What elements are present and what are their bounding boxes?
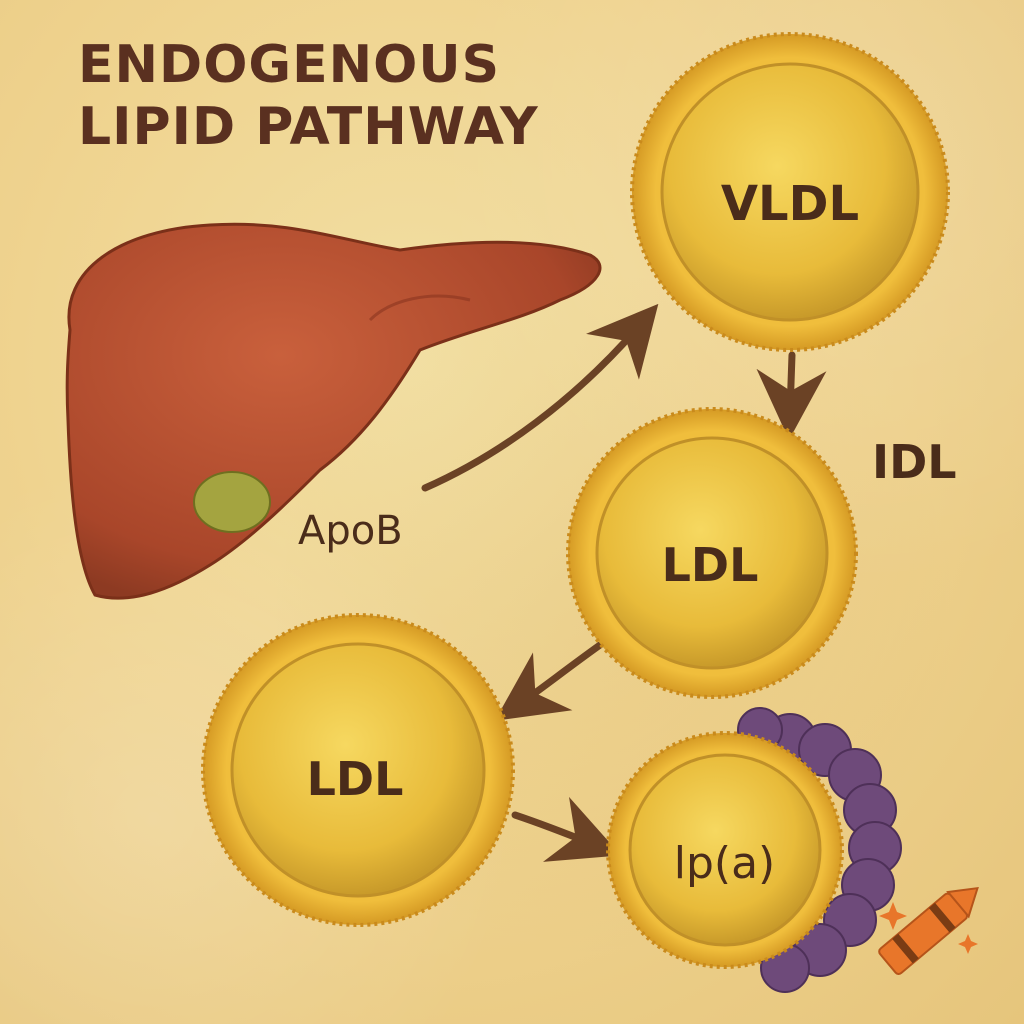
arrow-liver-to-vldl <box>421 303 659 492</box>
vldl-label: VLDL <box>720 176 860 232</box>
arrow-ldl-to-lpa <box>511 796 621 862</box>
idl-label: IDL <box>872 435 957 489</box>
gallbladder-icon <box>193 471 271 533</box>
arrow-ldl-to-ldl <box>494 641 604 721</box>
vldl-particle <box>630 32 950 352</box>
pathway-arrows <box>421 303 827 862</box>
lpa-particle <box>606 731 844 969</box>
apob-label: ApoB <box>298 508 403 554</box>
title-line-2: LIPID PATHWAY <box>78 97 539 157</box>
ldl-lower-particle <box>201 613 515 927</box>
lpa-label: lp(a) <box>673 838 776 889</box>
title-line-1: ENDOGENOUS <box>78 35 501 95</box>
ldl-lower-label: LDL <box>306 752 404 806</box>
crayon-logo-icon <box>878 886 979 975</box>
ldl-upper-label: LDL <box>661 538 759 592</box>
arrow-vldl-to-ldl <box>756 351 827 440</box>
sparkle-icon <box>879 902 978 954</box>
diagram-title: ENDOGENOUS LIPID PATHWAY <box>78 34 539 158</box>
ldl-upper-particle <box>566 407 858 699</box>
liver-icon <box>65 222 602 600</box>
